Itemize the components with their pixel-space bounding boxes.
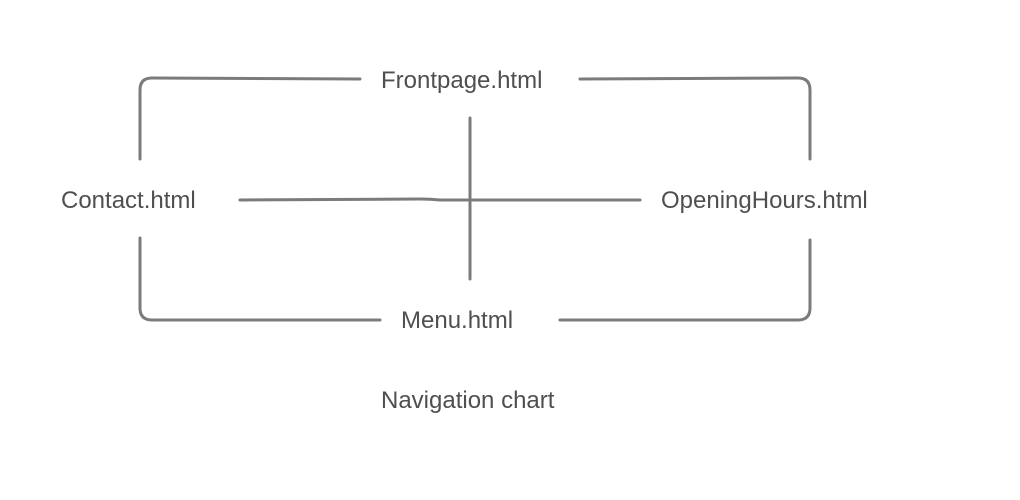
connector-openinghours-menu [558,238,812,322]
node-contact: Contact.html [61,187,196,214]
node-menu: Menu.html [401,307,514,334]
node-frontpage: Frontpage.html [381,67,543,94]
connector-frontpage-contact [138,76,362,161]
diagram-caption: Navigation chart [381,387,555,414]
connector-contact-menu [138,236,382,322]
node-opening-hours: OpeningHours.html [661,187,868,214]
connector-contact-openinghours [238,197,642,202]
connector-frontpage-openinghours [578,76,812,161]
